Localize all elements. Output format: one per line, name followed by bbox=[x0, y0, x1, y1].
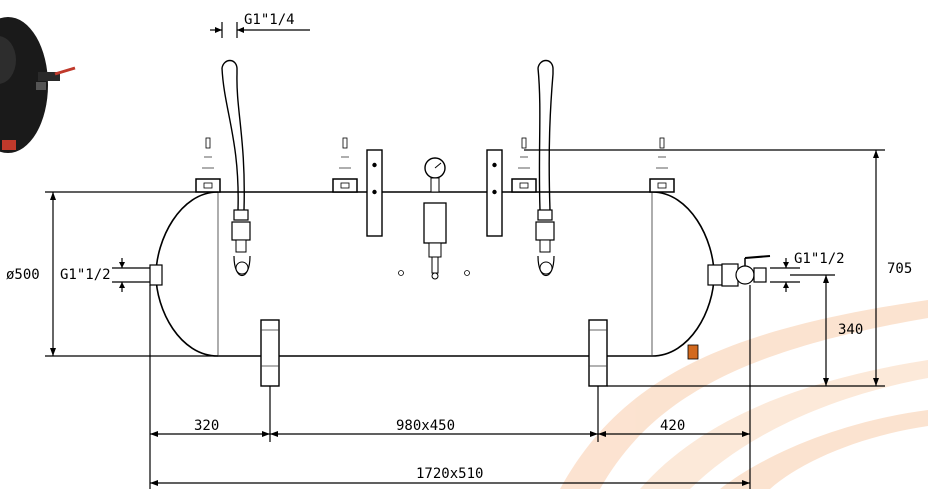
tank-body bbox=[149, 191, 723, 360]
drain-valve bbox=[687, 344, 699, 360]
label-outlet-right: G1"1/2 bbox=[794, 251, 845, 267]
label-right-offset: 420 bbox=[660, 418, 685, 434]
label-left-offset: 320 bbox=[194, 418, 219, 434]
dim-outlet-height: 340 bbox=[790, 274, 863, 386]
dim-overall-length: 1720x510 bbox=[150, 466, 750, 486]
right-hose bbox=[535, 59, 555, 276]
label-total-height: 705 bbox=[887, 261, 912, 277]
lifting-lugs bbox=[195, 137, 675, 193]
left-hose bbox=[221, 59, 251, 276]
dim-diameter: ø500 bbox=[6, 191, 218, 357]
label-inlet-top: G1"1/4 bbox=[244, 12, 295, 28]
label-outlet-height: 340 bbox=[838, 322, 863, 338]
dim-outlet-right: G1"1/2 bbox=[770, 251, 845, 292]
label-diameter: ø500 bbox=[6, 267, 40, 283]
mounting-brackets bbox=[366, 149, 503, 237]
front-assembly bbox=[398, 202, 470, 280]
label-overall-length: 1720x510 bbox=[416, 466, 483, 482]
tank-feet bbox=[260, 319, 608, 387]
tank-photo-thumbnail bbox=[0, 17, 76, 153]
dim-total-height: 705 bbox=[524, 149, 912, 387]
watermark bbox=[560, 300, 928, 489]
valve-icon bbox=[721, 255, 771, 287]
dim-inlet-left: G1"1/2 bbox=[60, 258, 150, 292]
dim-inlet-top: G1"1/4 bbox=[210, 12, 310, 38]
label-inlet-left: G1"1/2 bbox=[60, 267, 111, 283]
gauge-icon bbox=[424, 157, 446, 193]
label-foot-spacing: 980x450 bbox=[396, 418, 455, 434]
dim-horizontal-row: 320 980x450 420 bbox=[149, 285, 751, 489]
